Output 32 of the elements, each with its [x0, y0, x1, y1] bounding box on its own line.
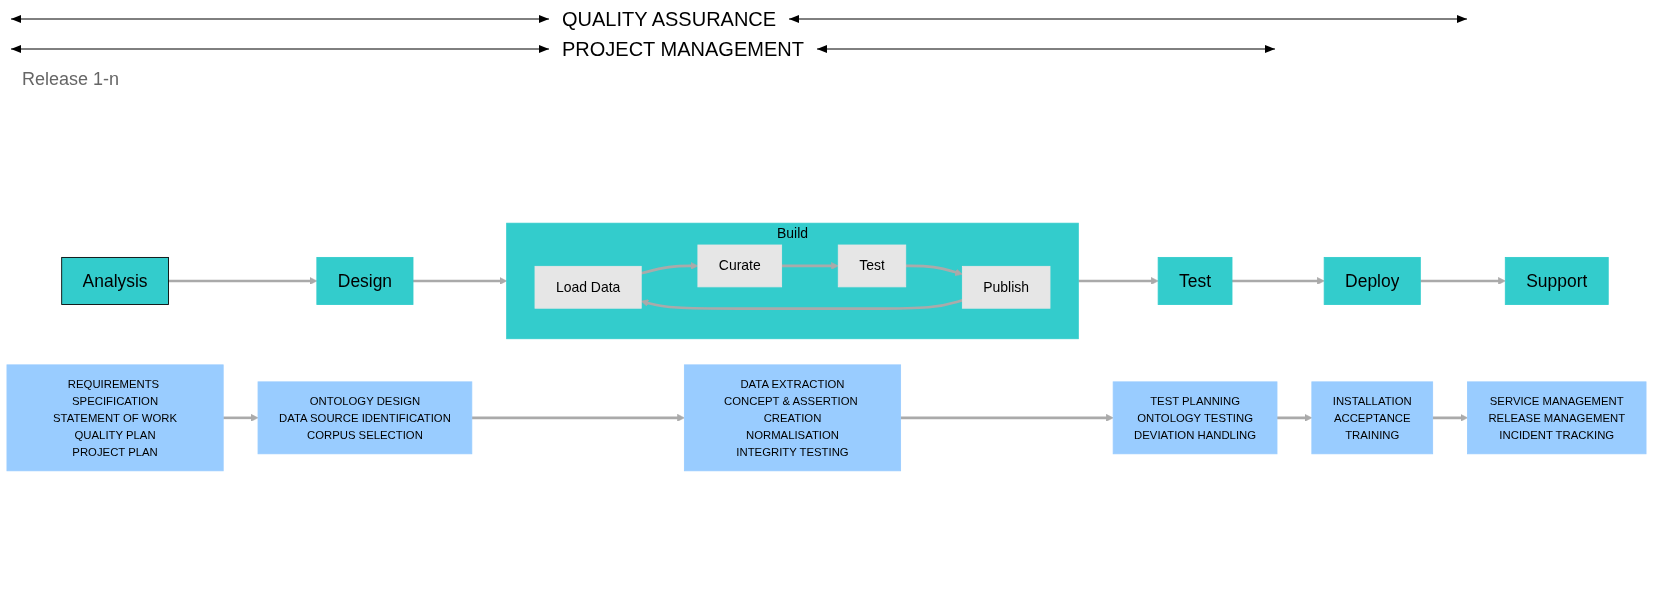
node-box: ONTOLOGY DESIGN DATA SOURCE IDENTIFICATION CORPUS SELECTION: [257, 381, 473, 455]
arrow: [1232, 277, 1325, 285]
arrow: [781, 262, 839, 270]
node-box: INSTALLATION ACCEPTANCE TRAINING: [1311, 381, 1434, 455]
arrow: [905, 264, 963, 276]
arrow: [1277, 414, 1313, 422]
node-box: Load Data: [534, 265, 642, 309]
node-box: Curate: [697, 244, 783, 288]
node-box: Analysis: [61, 257, 169, 305]
arrow: [1420, 277, 1506, 285]
node-box: Design: [316, 257, 414, 305]
node-box: Support: [1504, 257, 1609, 305]
arrow: [640, 262, 699, 275]
span-label: PROJECT MANAGEMENT: [561, 37, 805, 61]
arrow: [1078, 277, 1159, 285]
arrow: [900, 414, 1114, 422]
node-box: Publish: [961, 265, 1051, 309]
arrow: [168, 277, 318, 285]
release-label: Release 1-n: [21, 68, 121, 90]
node-box: Deploy: [1323, 257, 1421, 305]
node-box: Test: [1157, 257, 1233, 305]
span-label: QUALITY ASSURANCE: [561, 7, 778, 31]
arrow: [640, 299, 963, 310]
node-box: REQUIREMENTS SPECIFICATION STATEMENT OF WORK QUALITY PLAN PROJECT PLAN: [6, 364, 224, 472]
node-box: TEST PLANNING ONTOLOGY TESTING DEVIATION HANDLING: [1112, 381, 1278, 455]
node-box: Test: [837, 244, 907, 288]
arrow: [1432, 414, 1468, 422]
arrow: [471, 414, 685, 422]
arrow: [223, 414, 259, 422]
node-box: SERVICE MANAGEMENT RELEASE MANAGEMENT INCIDENT TRACKING: [1467, 381, 1647, 455]
arrow: [413, 277, 507, 285]
node-box: DATA EXTRACTION CONCEPT & ASSERTION CREATION NORMALISATION INTEGRITY TESTING: [683, 364, 902, 472]
